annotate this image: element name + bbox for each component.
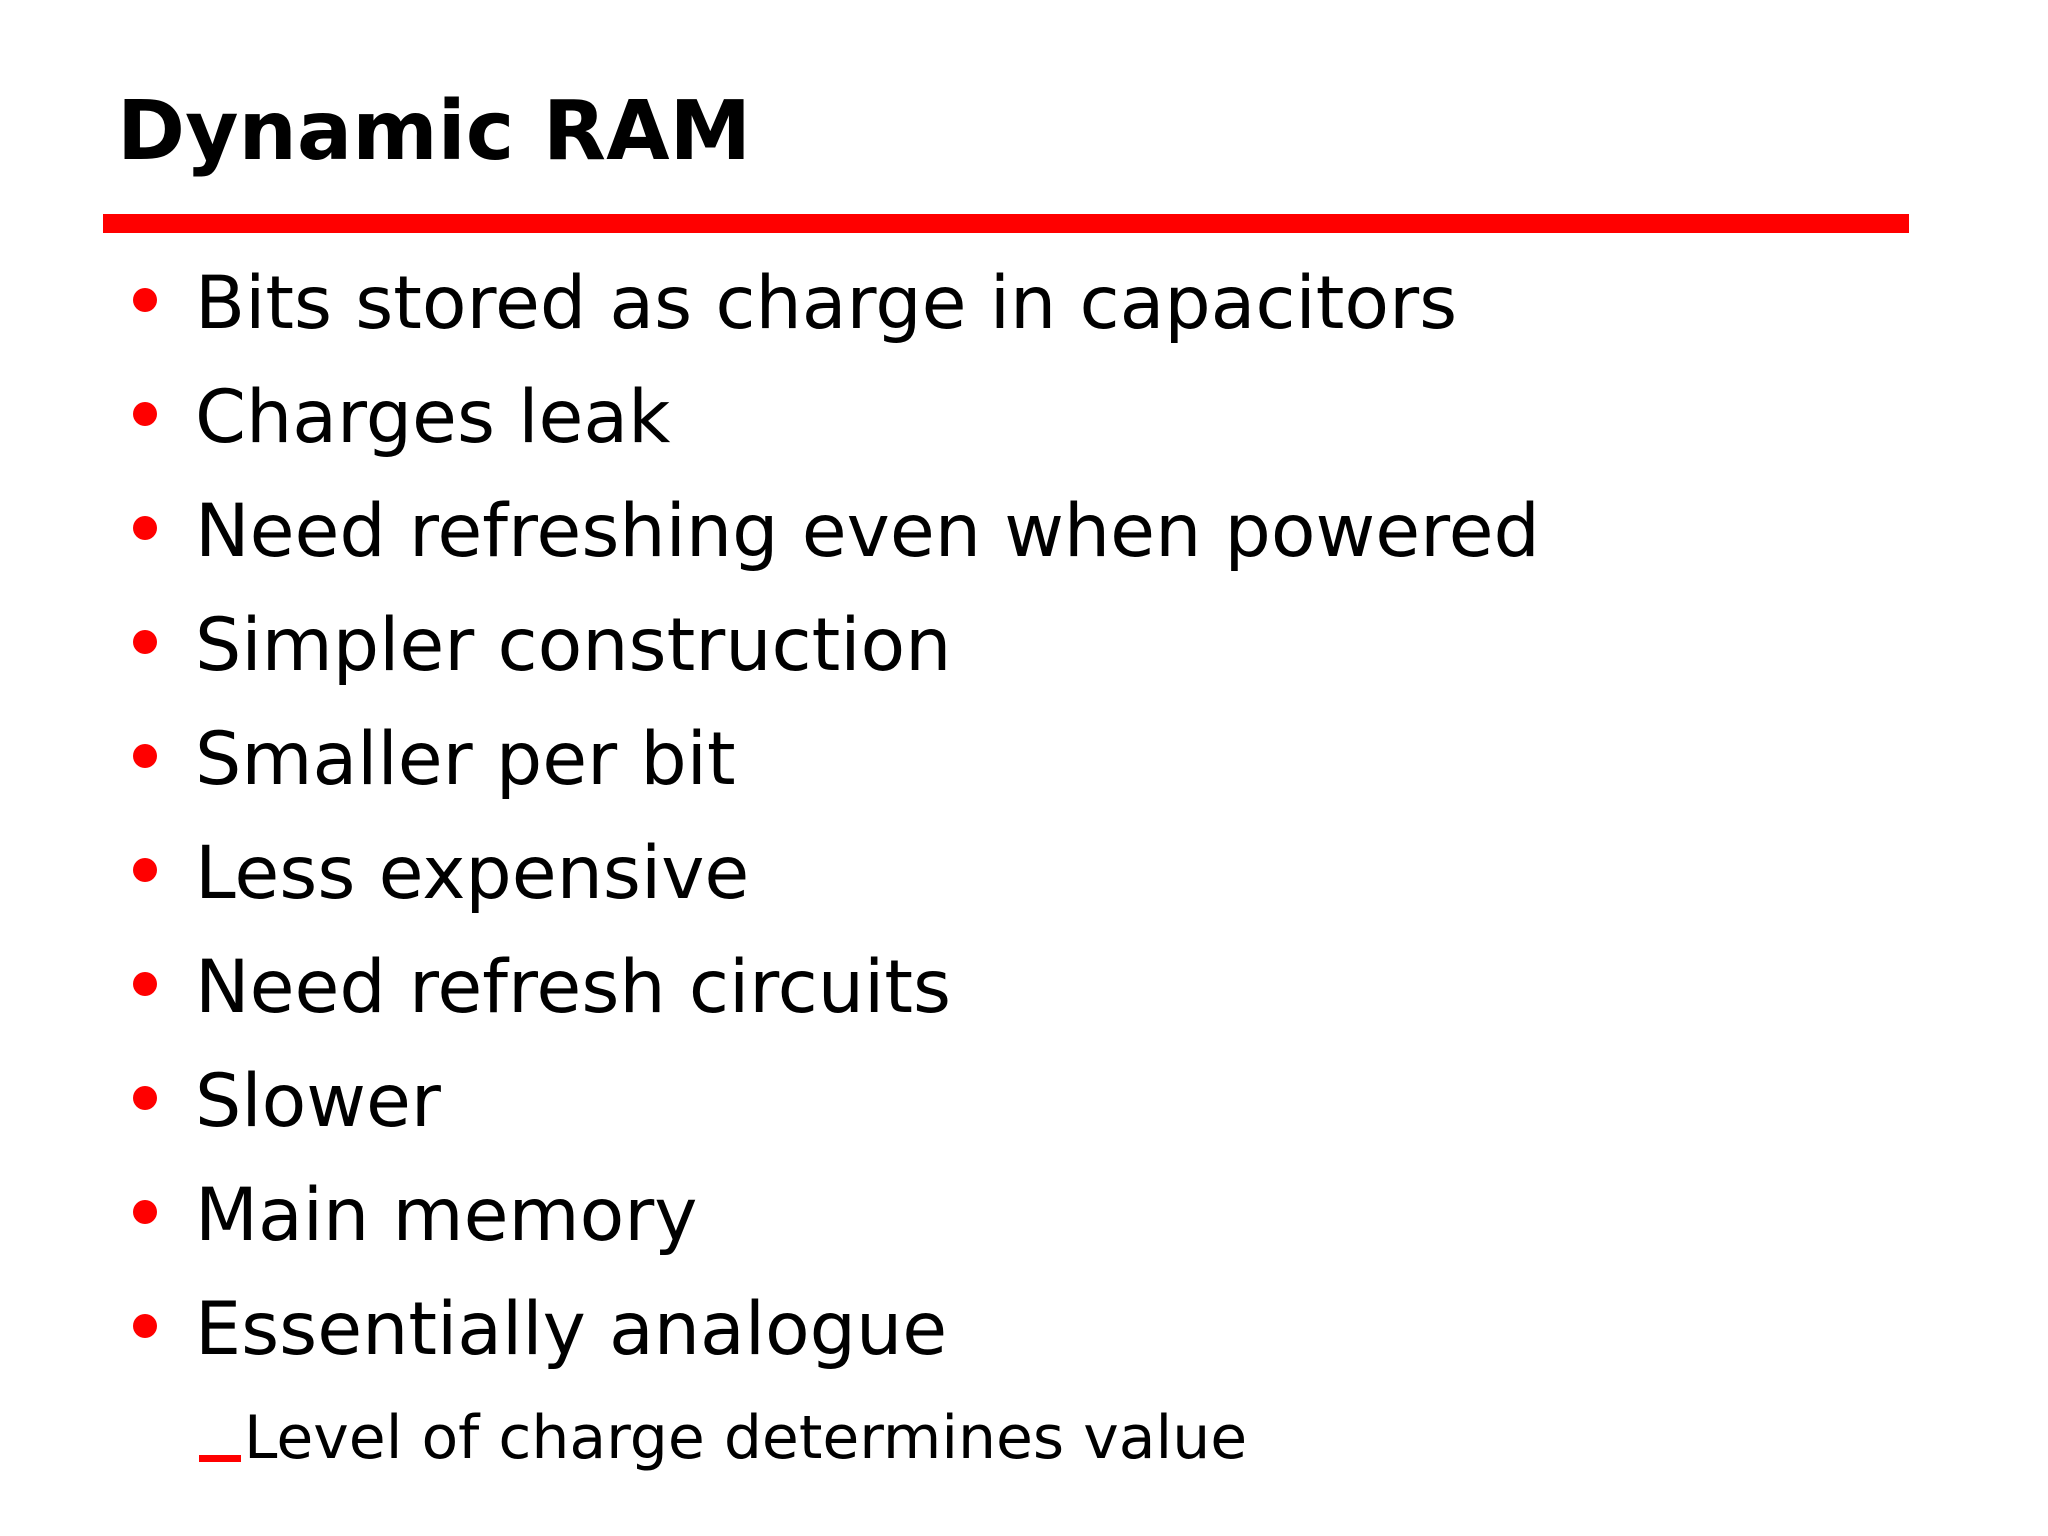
list-item-label: Charges leak <box>195 375 671 460</box>
list-item: Less expensive <box>103 822 1983 936</box>
bullet-dot-icon <box>133 1314 157 1338</box>
list-item-label: Essentially analogue <box>195 1287 948 1372</box>
bullet-dot-icon <box>133 288 157 312</box>
bullet-dot-icon <box>133 402 157 426</box>
list-item-label: Need refresh circuits <box>195 945 951 1030</box>
bullet-dot-icon <box>133 1200 157 1224</box>
title-block: Dynamic RAM <box>103 84 1909 233</box>
list-item: Main memory <box>103 1164 1983 1278</box>
list-item-label: Simpler construction <box>195 603 952 688</box>
list-item: Need refresh circuits <box>103 936 1983 1050</box>
list-item: Need refreshing even when powered <box>103 480 1983 594</box>
list-item: Charges leak <box>103 366 1983 480</box>
list-item-label: Bits stored as charge in capacitors <box>195 261 1458 346</box>
list-item-label: Main memory <box>195 1173 698 1258</box>
list-item-label: Slower <box>195 1059 441 1144</box>
list-item-label: Smaller per bit <box>195 717 736 802</box>
sub-list-item: Level of charge determines value <box>103 1392 1983 1496</box>
bullet-dot-icon <box>133 744 157 768</box>
page-title: Dynamic RAM <box>117 84 752 179</box>
list-item: Smaller per bit <box>103 708 1983 822</box>
list-item-label: Less expensive <box>195 831 750 916</box>
bullet-dot-icon <box>133 516 157 540</box>
bullet-dot-icon <box>133 1086 157 1110</box>
bullet-dot-icon <box>133 858 157 882</box>
em-dash-icon <box>199 1455 241 1462</box>
list-item-label: Need refreshing even when powered <box>195 489 1540 574</box>
bullet-list: Bits stored as charge in capacitors Char… <box>103 252 1983 1496</box>
title-underline-rule <box>103 214 1909 233</box>
list-item: Bits stored as charge in capacitors <box>103 252 1983 366</box>
sub-list-item-label: Level of charge determines value <box>244 1403 1248 1473</box>
bullet-dot-icon <box>133 972 157 996</box>
list-item: Essentially analogue <box>103 1278 1983 1392</box>
list-item: Slower <box>103 1050 1983 1164</box>
bullet-dot-icon <box>133 630 157 654</box>
list-item: Simpler construction <box>103 594 1983 708</box>
